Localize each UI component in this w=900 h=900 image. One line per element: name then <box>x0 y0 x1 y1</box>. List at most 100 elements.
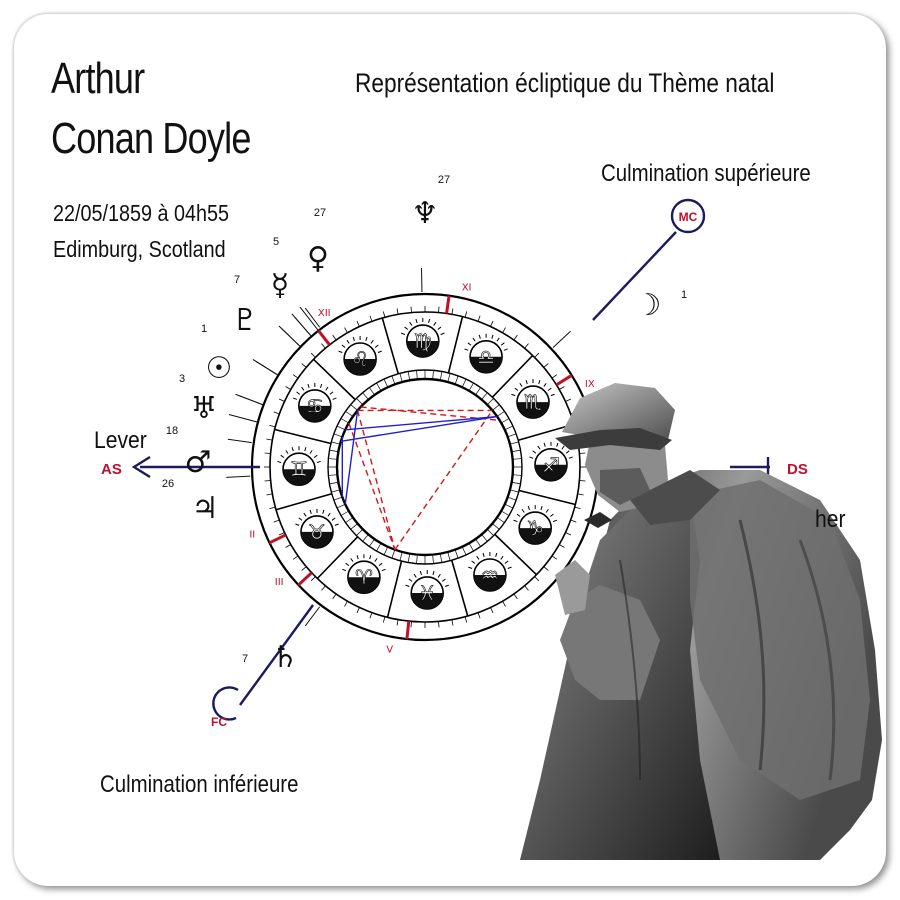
sign-disc-fill <box>298 405 331 422</box>
planet-pointer <box>552 330 571 349</box>
degree-tick <box>543 566 549 571</box>
degree-tick <box>524 585 529 591</box>
sign-ray <box>419 570 422 576</box>
planet-degree: 3 <box>179 373 185 385</box>
house-label-v: V <box>386 645 393 656</box>
mc-axis <box>592 231 677 321</box>
uranus-icon: ♅3 <box>179 373 262 426</box>
libra-icon: ♎ <box>464 333 508 374</box>
degree-tick <box>396 619 399 626</box>
degree-tick <box>273 411 280 415</box>
sign-ray <box>525 380 528 385</box>
sign-ray <box>309 450 313 454</box>
culmination-superieure-label: Culmination supérieure <box>601 160 811 187</box>
sign-disc-fill <box>517 402 550 419</box>
sign-ray <box>540 506 543 511</box>
inner-degree-tick <box>391 375 396 385</box>
sign-glyph: ♓ <box>418 581 436 605</box>
sign-ray <box>293 397 298 400</box>
planet-leader-line <box>291 313 312 337</box>
sign-ray <box>277 460 282 464</box>
planet-degree: 1 <box>681 289 687 301</box>
planet-degree: 27 <box>438 174 450 186</box>
inner-degree-tick <box>511 481 521 485</box>
cancer-icon: ♋ <box>293 382 337 423</box>
degree-tick <box>292 555 299 560</box>
degree-tick <box>410 306 412 313</box>
sign-ray <box>341 344 346 348</box>
degree-tick <box>332 334 337 341</box>
aries-icon: ♈ <box>342 554 386 595</box>
sign-ray <box>296 391 301 395</box>
sign-ray <box>303 512 307 517</box>
sign-glyph: ♊ <box>290 457 308 481</box>
planet-leader-line <box>299 306 319 331</box>
sign-ray <box>543 382 547 387</box>
sign-ray <box>374 558 378 562</box>
inner-degree-tick <box>369 538 375 547</box>
planet-glyph: ♂ <box>185 445 212 480</box>
degree-tick <box>477 315 481 322</box>
house-label-iii: III <box>275 577 284 588</box>
aspect-line <box>345 415 498 431</box>
degree-tick <box>543 363 549 368</box>
planet-leader-line <box>278 325 301 348</box>
saturn-icon: ♄7 <box>242 606 321 675</box>
aspect-line <box>356 410 396 550</box>
sign-ray <box>325 386 329 391</box>
degree-tick <box>356 320 360 327</box>
degree-tick <box>269 424 276 428</box>
inner-degree-tick <box>496 411 505 417</box>
aspect-line <box>344 410 359 505</box>
sign-ray <box>440 332 445 335</box>
fc-arc-icon <box>212 686 239 721</box>
inner-degree-tick <box>432 370 434 380</box>
degree-tick <box>264 480 271 482</box>
sign-ray <box>401 332 406 335</box>
sherlock-holmes-statue-image <box>520 383 882 860</box>
degree-tick <box>524 343 529 349</box>
sign-boundary <box>312 358 356 401</box>
sign-disc-fill <box>473 575 506 592</box>
sign-ray <box>565 450 570 454</box>
degree-tick <box>278 532 285 536</box>
inner-degree-tick <box>501 418 510 424</box>
planet-glyph: ♆ <box>412 196 439 231</box>
inner-degree-tick <box>512 458 522 460</box>
degree-tick <box>513 593 518 600</box>
sign-ray <box>313 454 318 459</box>
inner-degree-tick <box>376 382 382 391</box>
sign-glyph: ♎ <box>477 345 495 369</box>
inner-degree-tick <box>475 538 481 547</box>
sign-ray <box>529 456 534 459</box>
as-arrow-icon <box>131 455 151 479</box>
inner-degree-tick <box>432 554 434 564</box>
inner-degree-tick <box>501 510 510 516</box>
inner-degree-tick <box>331 441 341 445</box>
aspect-line <box>394 410 493 551</box>
inner-degree-tick <box>328 458 338 460</box>
person-first-name: Arthur <box>51 54 145 103</box>
degree-tick <box>451 619 454 626</box>
sign-disc-fill <box>411 592 444 609</box>
degree-tick <box>559 544 565 548</box>
planet-pointer <box>304 606 321 627</box>
sign-boundary <box>386 560 403 618</box>
degree-tick <box>513 334 518 341</box>
planet-glyph: ♇ <box>232 303 259 338</box>
venus-icon: ♀27 <box>304 207 329 328</box>
sign-ray <box>332 397 337 400</box>
sign-ray <box>309 509 312 514</box>
sign-ray <box>543 442 546 447</box>
aquarius-icon: ♒ <box>468 552 512 592</box>
lever-label: Lever <box>94 427 147 454</box>
sign-ray <box>507 566 512 569</box>
sign-disc-fill <box>347 577 380 594</box>
inner-degree-tick <box>507 496 517 501</box>
degree-tick <box>292 374 299 379</box>
sign-ray <box>519 382 523 387</box>
degree-tick <box>266 438 273 441</box>
inner-degree-tick <box>468 382 474 391</box>
